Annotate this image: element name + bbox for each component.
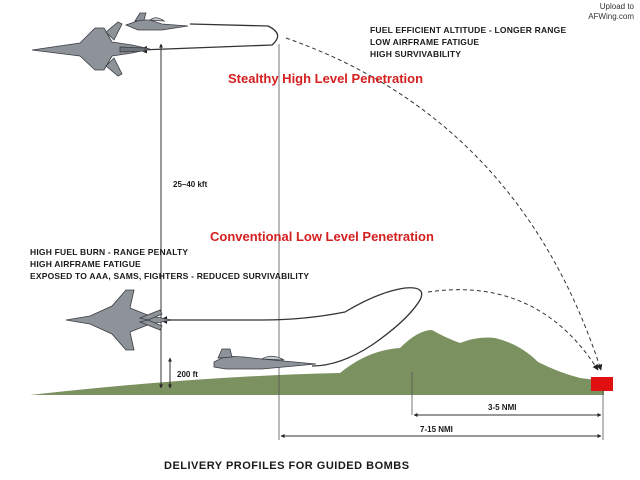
high-note-survivability: HIGH SURVIVABILITY <box>370 49 462 59</box>
high-bomb-trajectory <box>285 37 603 371</box>
watermark: Upload to AFWing.com <box>588 2 634 22</box>
low-profile-title: Conventional Low Level Penetration <box>210 229 434 244</box>
diagram-caption: DELIVERY PROFILES FOR GUIDED BOMBS <box>164 460 410 472</box>
terrain-ground <box>30 330 604 395</box>
watermark-line-1: Upload to <box>599 2 634 11</box>
altitude-low-label: 200 ft <box>177 370 198 379</box>
low-note-fatigue: HIGH AIRFRAME FATIGUE <box>30 259 141 269</box>
fighter-aircraft-side-view <box>213 348 317 370</box>
low-profile-notes: HIGH FUEL BURN - RANGE PENALTY HIGH AIRF… <box>30 246 309 282</box>
high-profile-notes: FUEL EFFICIENT ALTITUDE - LONGER RANGE L… <box>370 24 566 60</box>
low-flight-path <box>159 287 423 367</box>
range-long-label: 7-15 NMI <box>420 425 453 434</box>
high-note-fuel: FUEL EFFICIENT ALTITUDE - LONGER RANGE <box>370 25 567 35</box>
stealth-aircraft-top-view <box>31 21 151 77</box>
low-note-exposure: EXPOSED TO AAA, SAMS, FIGHTERS - REDUCED… <box>30 271 310 281</box>
fighter-aircraft-top-view <box>65 289 173 351</box>
watermark-line-2: AFWing.com <box>588 12 634 21</box>
low-note-fuel: HIGH FUEL BURN - RANGE PENALTY <box>30 247 189 257</box>
target-marker <box>591 377 613 391</box>
range-short-label: 3-5 NMI <box>488 403 517 412</box>
high-profile-title: Stealthy High Level Penetration <box>228 71 424 86</box>
stealth-aircraft-side-view <box>124 12 189 31</box>
high-flight-path <box>139 23 279 54</box>
altitude-high-label: 25–40 kft <box>173 180 208 189</box>
low-bomb-trajectory <box>427 289 599 371</box>
high-note-fatigue: LOW AIRFRAME FATIGUE <box>370 37 480 47</box>
